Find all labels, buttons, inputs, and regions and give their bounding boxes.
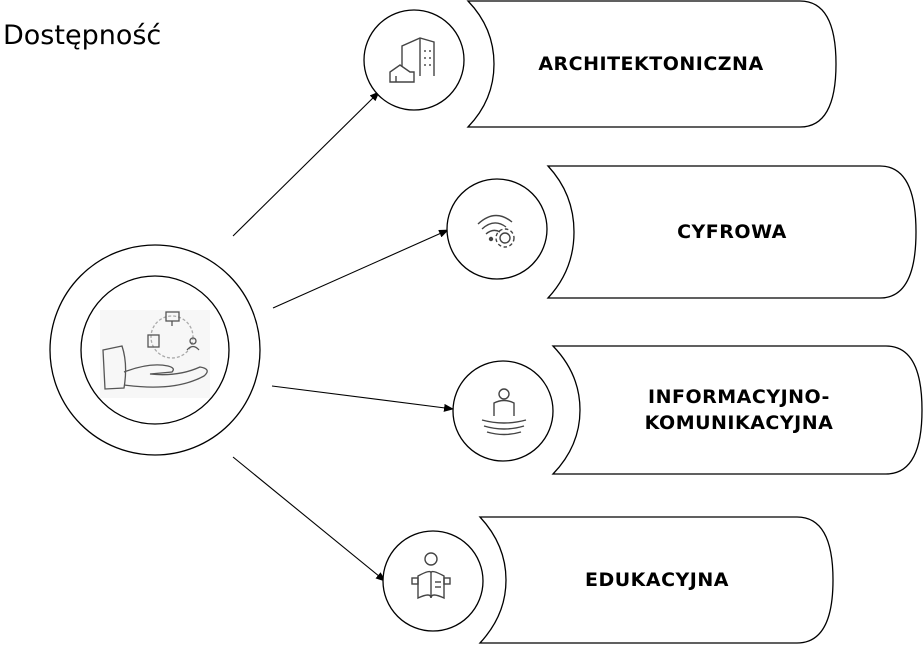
diagram-title: Dostępność	[3, 20, 162, 51]
branch-label-edukacyjna-line-1: EDUKACYJNA	[585, 569, 729, 591]
connector-edukacyjna	[232, 456, 386, 582]
connectors	[232, 91, 454, 582]
branch-label-informacyjno-line-2: KOMUNIKACYJNA	[644, 412, 834, 434]
label-shape-edukacyjna	[478, 516, 834, 644]
label-shape-architektoniczna	[466, 0, 837, 128]
center-node	[49, 244, 261, 456]
branch-label-architektoniczna: ARCHITEKTONICZNA	[494, 1, 808, 127]
branch-cyfrowa	[446, 165, 917, 299]
label-shape-informacyjno	[551, 345, 923, 475]
branch-label-architektoniczna-line-1: ARCHITEKTONICZNA	[538, 53, 764, 75]
reader-book-icon	[411, 552, 451, 600]
branch-architektoniczna	[363, 0, 837, 128]
branch-informacyjno-komunikacyjna	[452, 345, 923, 475]
wifi-gear-icon	[477, 214, 515, 248]
branch-label-cyfrowa-line-1: CYFROWA	[677, 221, 787, 243]
person-broadcast-icon	[481, 388, 527, 436]
label-shape-cyfrowa	[546, 165, 917, 299]
branch-label-informacyjno-komunikacyjna: INFORMACYJNO- KOMUNIKACYJNA	[580, 346, 898, 474]
buildings-icon	[389, 37, 435, 83]
branch-label-edukacyjna: EDUKACYJNA	[506, 517, 808, 643]
connector-informacyjno	[271, 385, 454, 412]
branch-label-informacyjno-line-1: INFORMACYJNO-	[648, 386, 830, 408]
branch-edukacyjna	[382, 516, 834, 644]
connector-architektoniczna	[232, 91, 380, 237]
connector-cyfrowa	[272, 229, 449, 309]
hand-holding-accessibility-icon	[100, 310, 210, 398]
branch-label-cyfrowa: CYFROWA	[574, 166, 890, 298]
